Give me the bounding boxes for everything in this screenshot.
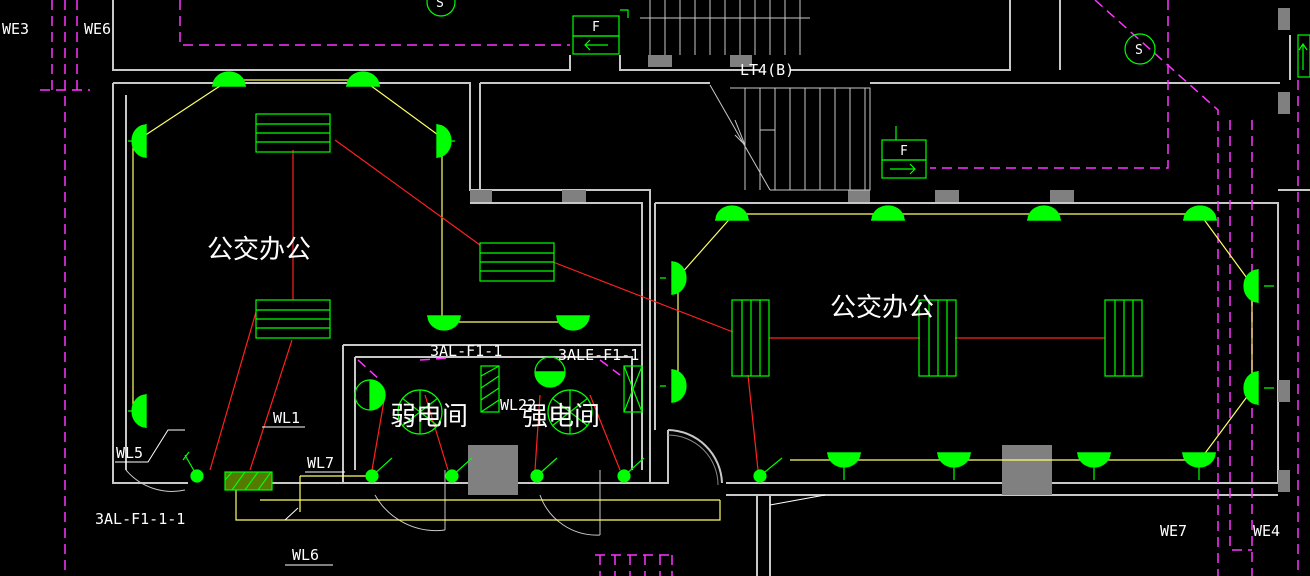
sign-f-top: F: [592, 20, 600, 35]
switches: [182, 451, 783, 483]
sign-s-right: S: [1135, 43, 1143, 58]
room-label-left: 公交办公: [207, 235, 311, 265]
wall-lamp-icon: [1243, 371, 1274, 405]
ceiling-lamp-icon: [1027, 205, 1061, 221]
fixtures: [255, 113, 1143, 377]
columns: [468, 8, 1290, 495]
ceiling-lamp-icon: [1183, 205, 1217, 221]
equipment: [224, 356, 643, 491]
ceiling-lamp-icon: [556, 315, 590, 331]
leader-lines: [115, 426, 826, 566]
ceiling-lamp-icon: [715, 205, 749, 221]
fluorescent-fixture-icon: [255, 113, 331, 153]
ceiling-lamp-icon: [346, 71, 380, 87]
label-we6: WE6: [84, 20, 111, 38]
half-circle-lamp-icon: [534, 356, 566, 388]
distribution-box-icon: [480, 365, 500, 413]
label-wl1: WL1: [273, 409, 300, 427]
junction-box-icon: [623, 365, 643, 413]
room-label-strong: 强电间: [522, 402, 600, 432]
sign-s-top: S: [436, 0, 444, 11]
label-we4: WE4: [1253, 522, 1280, 540]
wall-lamp-icon: [128, 394, 147, 428]
ceiling-lamp-icon: [1182, 452, 1216, 480]
wall-lamp-icon: [128, 124, 147, 158]
sign-f-mid: F: [900, 144, 908, 159]
wall-lamp-icon: [660, 261, 687, 295]
half-circle-lamp-icon: [354, 379, 386, 411]
smoke-detector-icon: [1124, 33, 1156, 65]
wires-red: [209, 139, 1105, 471]
switch-icon: [445, 457, 473, 483]
ceiling-lamp-icon: [937, 452, 971, 480]
label-stair: LT4(B): [740, 61, 794, 79]
panel-box-icon: [224, 471, 273, 491]
ceiling-lamp-icon: [427, 315, 461, 331]
label-panel-3al-f1-1-1: 3AL-F1-1-1: [95, 510, 185, 528]
label-we3: WE3: [2, 20, 29, 38]
exit-signs: [426, 0, 1310, 179]
ceiling-lamp-icon: [212, 71, 246, 87]
room-label-weak: 弱电间: [390, 402, 468, 432]
switch-icon: [617, 457, 645, 483]
label-wl7: WL7: [307, 454, 334, 472]
exit-sign-top: [572, 9, 629, 55]
wall-lamp-icon: [1243, 269, 1274, 303]
emergency-exit-icon: [1297, 34, 1310, 78]
fluorescent-fixture-icon: [918, 299, 957, 377]
fluorescent-fixture-icon: [731, 299, 770, 377]
label-wl5: WL5: [116, 444, 143, 462]
fluorescent-fixture-icon: [479, 242, 555, 282]
fluorescent-fixture-icon: [1104, 299, 1143, 377]
ceiling-lamp-icon: [871, 205, 905, 221]
text-labels: WE3 WE6 WE7 WE4 WL1 WL5 WL6 WL7 WL22 3AL…: [2, 0, 1280, 564]
label-wl6: WL6: [292, 546, 319, 564]
wall-lamp-icon: [436, 124, 455, 158]
label-panel-3ale-f1-1: 3ALE-F1-1: [558, 346, 639, 364]
label-we7: WE7: [1160, 522, 1187, 540]
exit-sign-mid: [881, 126, 927, 179]
label-wl22: WL22: [500, 396, 536, 414]
switch-icon: [365, 457, 393, 483]
fan-icon: [547, 389, 593, 435]
stairs: [640, 0, 871, 191]
switch-icon: [530, 457, 558, 483]
door-swings: [125, 469, 601, 536]
label-panel-3al-f1-1: 3AL-F1-1: [430, 342, 502, 360]
switch-icon: [182, 451, 204, 483]
room-label-right: 公交办公: [830, 293, 934, 323]
fluorescent-fixture-icon: [255, 299, 331, 339]
wall-lamp-icon: [660, 369, 687, 403]
lamps: [128, 71, 1274, 480]
ceiling-lamp-icon: [1077, 452, 1111, 480]
fan-icon: [397, 389, 443, 435]
wires-yellow: [132, 79, 1253, 521]
switch-icon: [753, 457, 783, 483]
ceiling-lamp-icon: [827, 452, 861, 480]
smoke-detector-icon: [426, 0, 456, 17]
